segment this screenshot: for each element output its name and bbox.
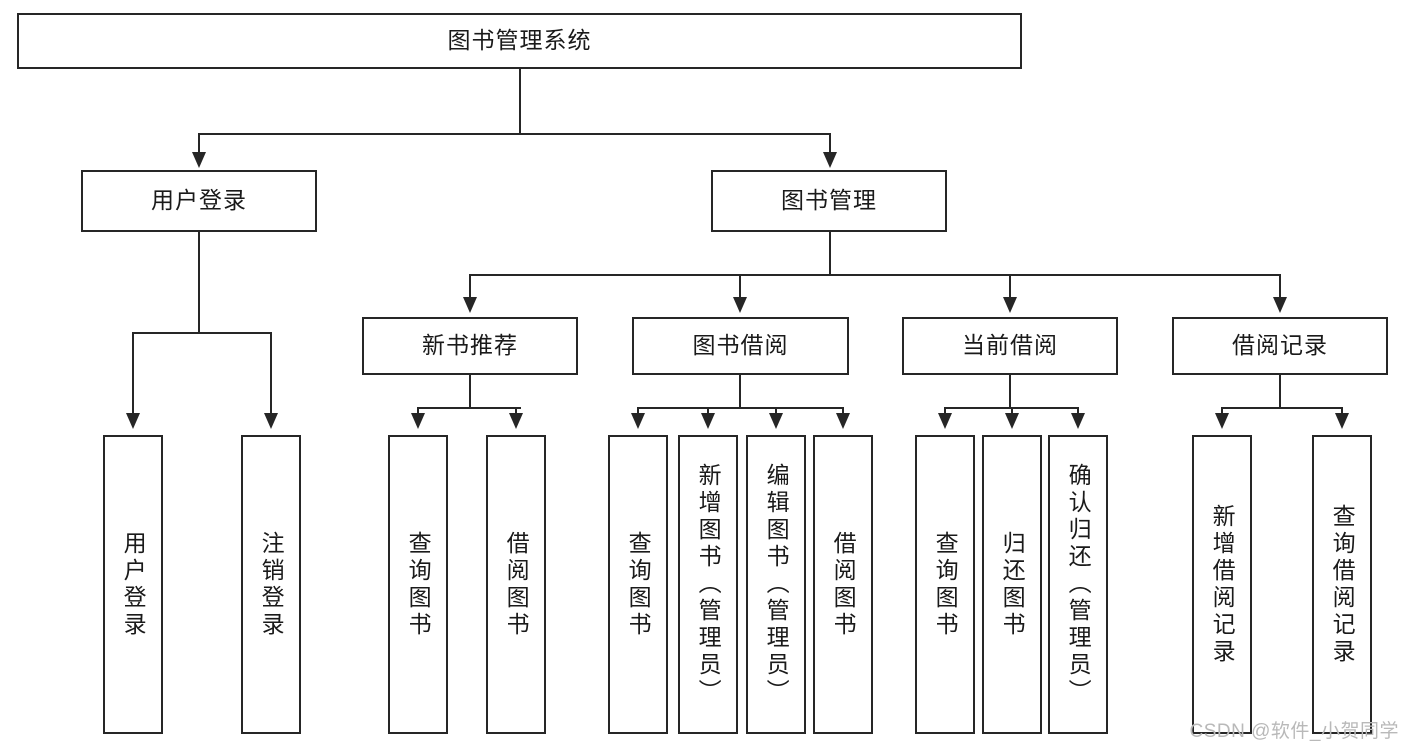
arrow-book-manage-to-current-borrow xyxy=(1003,297,1017,313)
arrow-root-to-user-login xyxy=(192,152,206,168)
arrow-book-manage-to-new-book-recommend xyxy=(463,297,477,313)
node-leaf-query-record[interactable]: 查询借阅记录 xyxy=(1312,435,1372,734)
node-leaf-user-login[interactable]: 用户登录 xyxy=(103,435,163,734)
connector-borrow-record-bus xyxy=(1221,407,1342,409)
node-root-book-management-system[interactable]: 图书管理系统 xyxy=(17,13,1022,69)
node-leaf-query-book-1[interactable]: 查询图书 xyxy=(388,435,448,734)
connector-root-to-book-manage xyxy=(829,133,831,154)
node-leaf-logout[interactable]: 注销登录 xyxy=(241,435,301,734)
connector-bb-to-leaf-query-book-2 xyxy=(637,407,639,415)
arrow-root-to-book-manage xyxy=(823,152,837,168)
arrow-nbr-to-leaf-borrow-book-1 xyxy=(509,413,523,429)
arrow-user-login-to-leaf-logout xyxy=(264,413,278,429)
node-leaf-borrow-book-2[interactable]: 借阅图书 xyxy=(813,435,873,734)
node-current-borrow[interactable]: 当前借阅 xyxy=(902,317,1118,375)
connector-br-to-leaf-add-record xyxy=(1221,407,1223,415)
connector-borrow-record-stem xyxy=(1279,375,1281,409)
arrow-cb-to-leaf-return-book xyxy=(1005,413,1019,429)
connector-user-login-to-leaf-user-login xyxy=(132,332,134,415)
node-user-login[interactable]: 用户登录 xyxy=(81,170,317,232)
arrow-bb-to-leaf-borrow-book-2 xyxy=(836,413,850,429)
connector-book-manage-to-current-borrow xyxy=(1009,274,1011,299)
arrow-book-manage-to-book-borrow xyxy=(733,297,747,313)
connector-cb-to-leaf-confirm-return xyxy=(1077,407,1079,415)
connector-root-stem xyxy=(519,69,521,134)
arrow-book-manage-to-borrow-record xyxy=(1273,297,1287,313)
connector-root-to-user-login xyxy=(198,133,200,154)
connector-book-manage-to-book-borrow xyxy=(739,274,741,299)
connector-book-manage-to-new-book-recommend xyxy=(469,274,471,299)
node-leaf-borrow-book-1[interactable]: 借阅图书 xyxy=(486,435,546,734)
node-leaf-edit-book[interactable]: 编辑图书（管理员） xyxy=(746,435,806,734)
connector-new-book-recommend-bus xyxy=(417,407,521,409)
arrow-bb-to-leaf-add-book xyxy=(701,413,715,429)
arrow-user-login-to-leaf-user-login xyxy=(126,413,140,429)
arrow-cb-to-leaf-confirm-return xyxy=(1071,413,1085,429)
node-leaf-return-book[interactable]: 归还图书 xyxy=(982,435,1042,734)
connector-bb-to-leaf-edit-book xyxy=(775,407,777,415)
connector-current-borrow-stem xyxy=(1009,375,1011,409)
node-leaf-add-book[interactable]: 新增图书（管理员） xyxy=(678,435,738,734)
connector-cb-to-leaf-query-book-3 xyxy=(944,407,946,415)
connector-bb-to-leaf-borrow-book-2 xyxy=(842,407,844,415)
arrow-br-to-leaf-add-record xyxy=(1215,413,1229,429)
node-leaf-add-record[interactable]: 新增借阅记录 xyxy=(1192,435,1252,734)
connector-book-borrow-stem xyxy=(739,375,741,409)
node-book-manage[interactable]: 图书管理 xyxy=(711,170,947,232)
node-borrow-record[interactable]: 借阅记录 xyxy=(1172,317,1388,375)
arrow-bb-to-leaf-edit-book xyxy=(769,413,783,429)
connector-book-manage-to-borrow-record xyxy=(1279,274,1281,299)
connector-nbr-to-leaf-query-book-1 xyxy=(417,407,419,415)
connector-bb-to-leaf-add-book xyxy=(707,407,709,415)
arrow-nbr-to-leaf-query-book-1 xyxy=(411,413,425,429)
node-leaf-query-book-2[interactable]: 查询图书 xyxy=(608,435,668,734)
connector-book-manage-stem xyxy=(829,232,831,275)
arrow-br-to-leaf-query-record xyxy=(1335,413,1349,429)
connector-user-login-stem xyxy=(198,232,200,333)
node-book-borrow[interactable]: 图书借阅 xyxy=(632,317,849,375)
node-leaf-query-book-3[interactable]: 查询图书 xyxy=(915,435,975,734)
connector-root-bus xyxy=(198,133,831,135)
node-leaf-confirm-return[interactable]: 确认归还（管理员） xyxy=(1048,435,1108,734)
connector-br-to-leaf-query-record xyxy=(1341,407,1343,415)
connector-new-book-recommend-stem xyxy=(469,375,471,409)
connector-nbr-to-leaf-borrow-book-1 xyxy=(515,407,517,415)
connector-book-manage-bus xyxy=(469,274,1281,276)
connector-book-borrow-bus xyxy=(637,407,843,409)
arrow-cb-to-leaf-query-book-3 xyxy=(938,413,952,429)
connector-cb-to-leaf-return-book xyxy=(1011,407,1013,415)
arrow-bb-to-leaf-query-book-2 xyxy=(631,413,645,429)
connector-user-login-bus xyxy=(132,332,270,334)
node-new-book-recommend[interactable]: 新书推荐 xyxy=(362,317,578,375)
connector-user-login-to-leaf-logout xyxy=(270,332,272,415)
